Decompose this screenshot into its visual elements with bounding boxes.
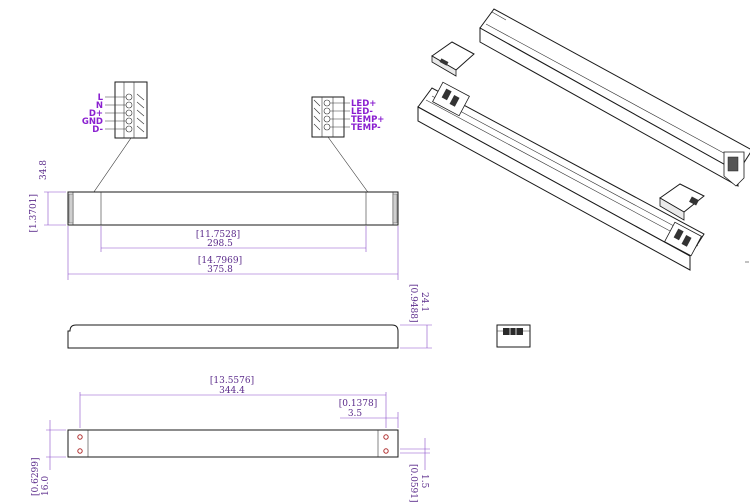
input-pin-label: GND bbox=[82, 117, 103, 127]
side-height-value: 24.1 bbox=[419, 292, 429, 312]
side-view: [0.9488] 24.1 bbox=[67, 284, 432, 349]
output-pin-label: LED+ bbox=[351, 99, 376, 109]
overall-length-value: 375.8 bbox=[207, 265, 233, 275]
height-bracket: [1.3701] bbox=[29, 194, 39, 233]
inner-length-bracket: [11.7528] bbox=[196, 230, 240, 240]
input-pin-label: D- bbox=[92, 125, 103, 135]
top-view: [1.3701] 34.8 [11.7528] 298.5 [14.7969] … bbox=[29, 160, 399, 280]
end-cap-detail bbox=[496, 324, 531, 348]
hole-spacing-value: 344.4 bbox=[219, 386, 245, 396]
output-pin-label: TEMP- bbox=[351, 123, 381, 133]
output-pin-label: LED- bbox=[351, 107, 373, 117]
hole-diameter-value: 1.5 bbox=[419, 474, 429, 489]
inner-length-value: 298.5 bbox=[207, 239, 233, 249]
hole-diameter-bracket: [0.0591] bbox=[408, 464, 418, 502]
width-bracket: [0.6299] bbox=[31, 457, 41, 496]
hole-spacing-bracket: [13.5576] bbox=[210, 376, 254, 386]
input-connector: L N D+ GND D- bbox=[82, 81, 148, 203]
width-value: 16.0 bbox=[41, 476, 51, 496]
output-connector: LED+ LED- TEMP+ TEMP- bbox=[311, 96, 384, 203]
hole-offset-bracket: [0.1378] bbox=[339, 399, 378, 409]
overall-length-bracket: [14.7969] bbox=[198, 256, 242, 266]
hole-offset-value: 3.5 bbox=[348, 409, 363, 419]
isometric-view bbox=[417, 8, 750, 271]
side-height-bracket: [0.9488] bbox=[408, 284, 418, 323]
bottom-view: [13.5576] 344.4 [0.1378] 3.5 [0.6299] 16… bbox=[31, 376, 430, 502]
height-value: 34.8 bbox=[39, 160, 49, 180]
input-pin-label: L bbox=[98, 93, 104, 103]
input-pin-label: D+ bbox=[89, 109, 103, 119]
input-pin-label: N bbox=[96, 101, 103, 111]
output-pin-label: TEMP+ bbox=[351, 115, 384, 125]
